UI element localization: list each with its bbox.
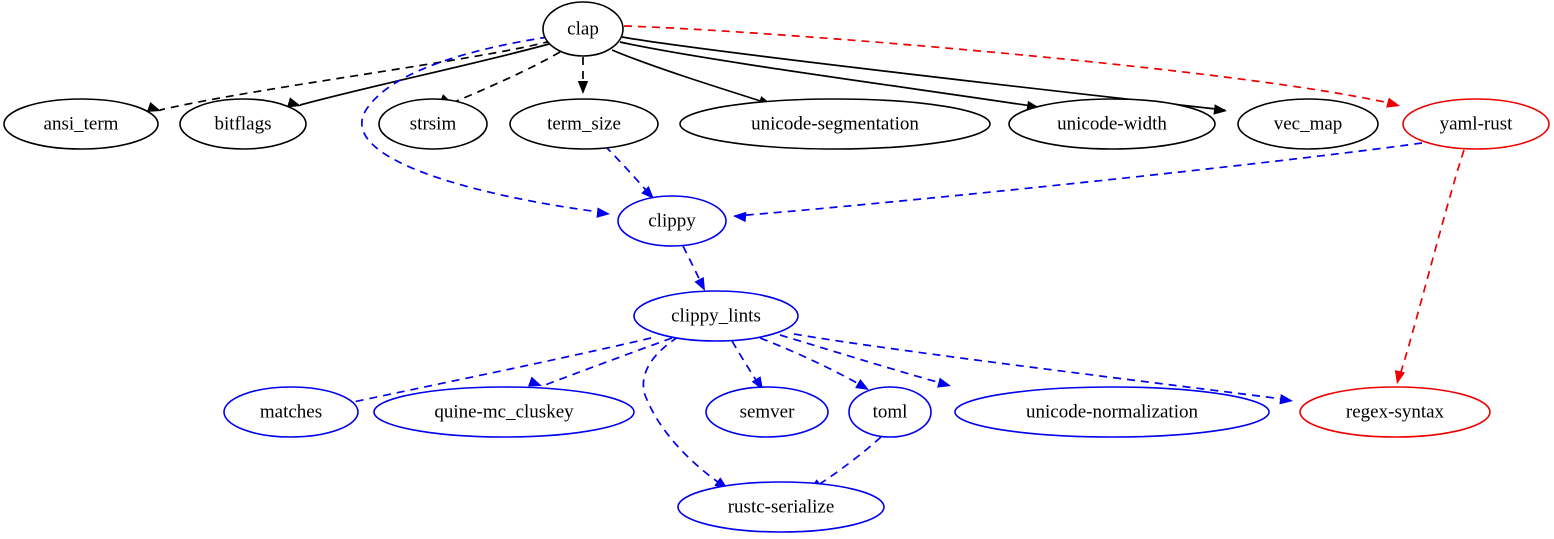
- edge-line: [623, 25, 1399, 106]
- arrowhead-icon: [1394, 370, 1405, 384]
- node-unicode-segmentation[interactable]: unicode-segmentation: [679, 98, 991, 150]
- edge-line: [779, 334, 949, 386]
- arrowhead-icon: [733, 211, 747, 223]
- node-ellipse[interactable]: [3, 98, 159, 150]
- edge-clippy_lints-to-semver: [731, 340, 763, 390]
- node-ellipse[interactable]: [179, 98, 307, 150]
- arrowhead-icon: [694, 277, 705, 291]
- edge-clippy_lints-to-quine-mc_cluskey: [528, 337, 673, 387]
- node-toml[interactable]: toml: [848, 386, 932, 438]
- arrowhead-icon: [855, 378, 869, 390]
- arrowhead-icon: [528, 376, 542, 387]
- edge-clap-to-bitflags: [287, 43, 550, 108]
- edge-line: [352, 337, 652, 403]
- node-clippy_lints[interactable]: clippy_lints: [633, 290, 799, 342]
- arrowhead-icon: [1279, 394, 1293, 405]
- edge-clippy_lints-to-regex-syntax: [793, 333, 1293, 405]
- arrowhead-icon: [1213, 104, 1227, 115]
- node-unicode-normalization[interactable]: unicode-normalization: [954, 386, 1270, 438]
- edge-line: [731, 340, 762, 389]
- edge-line: [811, 436, 882, 490]
- node-ellipse[interactable]: [679, 98, 991, 150]
- node-ellipse[interactable]: [848, 386, 932, 438]
- edge-clap-to-clippy: [361, 36, 610, 218]
- node-ellipse[interactable]: [373, 386, 635, 438]
- node-ellipse[interactable]: [542, 1, 624, 57]
- edge-clippy_lints-to-unicode-normalization: [779, 334, 951, 388]
- edge-clap-to-ansi_term: [147, 40, 552, 112]
- edge-line: [1397, 149, 1465, 382]
- node-ellipse[interactable]: [378, 98, 488, 150]
- edge-yaml-rust-to-regex-syntax: [1394, 149, 1465, 384]
- arrowhead-icon: [577, 81, 589, 94]
- node-ellipse[interactable]: [1008, 98, 1216, 150]
- edge-line: [544, 337, 673, 386]
- node-clap[interactable]: clap: [542, 1, 624, 57]
- node-unicode-width[interactable]: unicode-width: [1008, 98, 1216, 150]
- edge-clippy-to-clippy_lints: [682, 245, 705, 291]
- edge-yaml-rust-to-clippy: [733, 142, 1423, 223]
- node-ellipse[interactable]: [1402, 98, 1550, 150]
- node-ellipse[interactable]: [617, 195, 727, 247]
- node-ellipse[interactable]: [1237, 98, 1379, 150]
- node-ellipse[interactable]: [705, 386, 829, 438]
- edge-line: [734, 142, 1423, 217]
- arrowhead-icon: [1386, 97, 1400, 108]
- edge-line: [611, 49, 771, 105]
- node-strsim[interactable]: strsim: [378, 98, 488, 150]
- node-ansi_term[interactable]: ansi_term: [3, 98, 159, 150]
- edge-term_size-to-clippy: [604, 145, 654, 199]
- edge-line: [604, 145, 653, 198]
- node-yaml-rust[interactable]: yaml-rust: [1402, 98, 1550, 150]
- edge-clippy_lints-to-toml: [759, 337, 869, 390]
- node-rustc-serialize[interactable]: rustc-serialize: [677, 481, 885, 533]
- node-ellipse[interactable]: [633, 290, 799, 342]
- edge-line: [451, 51, 561, 104]
- edge-line: [361, 36, 608, 214]
- node-clippy[interactable]: clippy: [617, 195, 727, 247]
- arrowhead-icon: [147, 102, 161, 112]
- arrowhead-icon: [937, 377, 951, 388]
- edge-clap-to-yaml-rust: [623, 25, 1400, 108]
- node-ellipse[interactable]: [677, 481, 885, 533]
- node-ellipse[interactable]: [954, 386, 1270, 438]
- node-quine-mc_cluskey[interactable]: quine-mc_cluskey: [373, 386, 635, 438]
- edge-line: [159, 40, 552, 111]
- node-regex-syntax[interactable]: regex-syntax: [1299, 386, 1491, 438]
- node-vec_map[interactable]: vec_map: [1237, 98, 1379, 150]
- node-ellipse[interactable]: [1299, 386, 1491, 438]
- arrowhead-icon: [596, 207, 610, 218]
- node-ellipse[interactable]: [509, 98, 659, 150]
- node-ellipse[interactable]: [223, 386, 359, 438]
- node-bitflags[interactable]: bitflags: [179, 98, 307, 150]
- node-matches[interactable]: matches: [223, 386, 359, 438]
- node-semver[interactable]: semver: [705, 386, 829, 438]
- arrowhead-icon: [641, 186, 654, 199]
- edge-line: [299, 43, 550, 106]
- edge-clap-to-strsim: [439, 51, 561, 104]
- node-term_size[interactable]: term_size: [509, 98, 659, 150]
- arrowhead-icon: [287, 97, 301, 108]
- edge-line: [619, 41, 1039, 108]
- edge-clap-to-term_size: [577, 57, 589, 94]
- edge-line: [642, 336, 726, 488]
- edge-line: [759, 337, 867, 389]
- edge-clap-to-unicode-segmentation: [611, 49, 772, 106]
